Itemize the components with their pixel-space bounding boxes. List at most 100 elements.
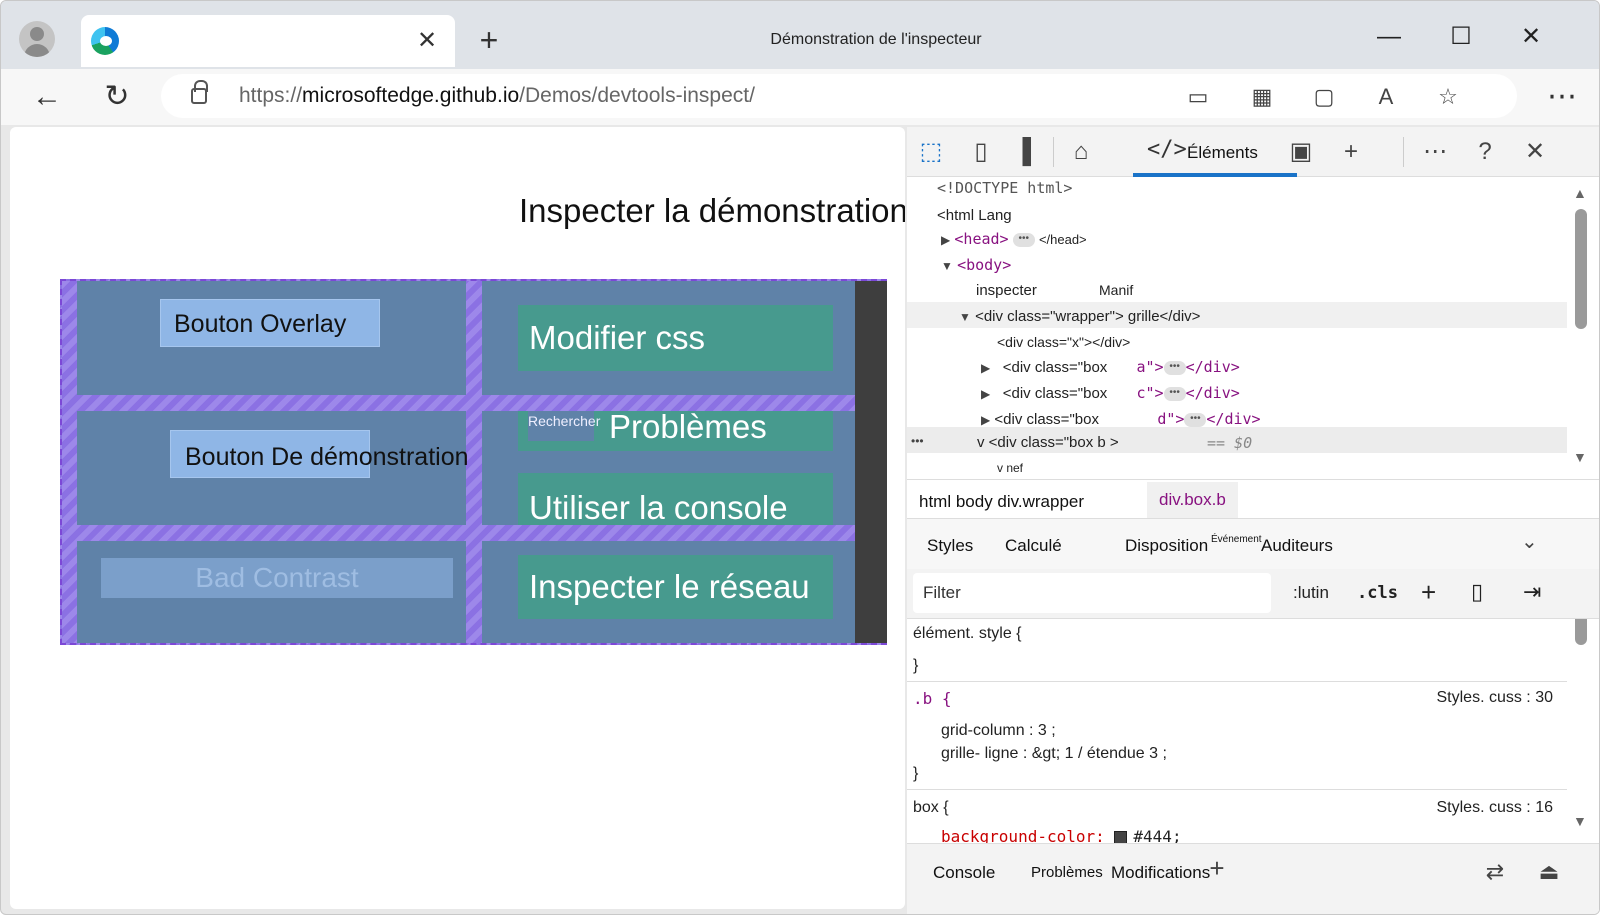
dom-selected-row	[907, 302, 1567, 328]
dom-text-inspecter[interactable]: inspecter	[976, 282, 1037, 299]
element-style-rule[interactable]: élément. style {	[913, 625, 1022, 642]
chevron-down-icon[interactable]: ⌄	[1521, 531, 1538, 553]
maximize-button[interactable]: ☐	[1450, 23, 1472, 50]
tab-layout[interactable]: Disposition	[1125, 536, 1209, 555]
help-icon[interactable]: ?	[1478, 138, 1492, 165]
expand-triangle-icon[interactable]: ▶	[981, 387, 991, 401]
box-rule-source-link[interactable]: Styles. cuss : 16	[1436, 799, 1554, 816]
use-console-box[interactable]: Utiliser la console	[518, 473, 833, 525]
collections-icon[interactable]: ▢	[1313, 84, 1335, 109]
scroll-down-arrow-icon[interactable]: ▼	[1573, 449, 1587, 465]
dom-head-node[interactable]: ▶ <head> ••• </head>	[941, 230, 1087, 248]
more-tools-icon[interactable]: ⋯	[1423, 138, 1447, 165]
filter-input[interactable]: Filter	[913, 573, 1271, 613]
styles-tabbar: Styles Calculé Disposition Événement Aud…	[907, 519, 1599, 569]
dock-side-icon[interactable]: ▌	[1022, 138, 1040, 165]
styles-scrollbar-thumb[interactable]	[1575, 619, 1587, 645]
url-scheme: https://	[239, 84, 303, 107]
class-toggle-button[interactable]: .cls	[1357, 583, 1398, 603]
b-prop-grid-row[interactable]: grille- ligne : &gt; 1 / étendue 3 ;	[941, 745, 1167, 762]
dom-text-manif[interactable]: Manif	[1099, 282, 1134, 298]
overlay-button[interactable]: Bouton Overlay	[160, 299, 380, 347]
apps-grid-icon[interactable]: ▦	[1251, 84, 1273, 109]
refresh-icon[interactable]: ↻	[104, 80, 130, 113]
browser-tab[interactable]: ✕	[81, 15, 455, 67]
box-prop-background[interactable]: background-color: #444;	[941, 827, 1182, 846]
add-drawer-tab-icon[interactable]: +	[1209, 853, 1225, 883]
drawer-tab-console[interactable]: Console	[933, 863, 996, 882]
ellipsis-icon[interactable]: •••	[1012, 233, 1035, 248]
scroll-down-arrow-icon[interactable]: ▼	[1573, 813, 1587, 829]
problems-box[interactable]: Rechercher Problèmes	[518, 410, 833, 451]
modify-css-box[interactable]: Modifier css	[518, 305, 833, 371]
drawer-tab-modifications[interactable]: Modifications	[1111, 863, 1211, 882]
box-a-suffix: a">	[1136, 358, 1164, 376]
lock-icon[interactable]	[191, 80, 208, 104]
dom-box-a-node[interactable]: ▶ <div class="box a">•••</div>	[981, 358, 1240, 376]
hover-state-button[interactable]: :lutin	[1293, 583, 1329, 602]
bad-contrast-button[interactable]: Bad Contrast	[101, 558, 453, 598]
close-window-button[interactable]: ✕	[1520, 23, 1542, 50]
url-text[interactable]: https://microsoftedge.github.io/Demos/de…	[239, 84, 755, 108]
console-tab-icon[interactable]: ▣	[1289, 138, 1313, 165]
minimize-button[interactable]: —	[1377, 23, 1401, 50]
scroll-up-arrow-icon[interactable]: ▲	[1573, 185, 1587, 201]
expand-triangle-icon[interactable]: ▶	[981, 361, 991, 375]
box-d-suffix: d">	[1157, 410, 1185, 428]
new-tab-button[interactable]: +	[479, 22, 499, 58]
dom-wrapper-node[interactable]: ▼ <div class="wrapper"> grille</div>	[959, 308, 1200, 325]
device-emulation-icon[interactable]: ▯	[974, 138, 988, 165]
demo-button[interactable]: Bouton De démonstration	[170, 430, 469, 478]
tab-event-small[interactable]: Événement	[1211, 534, 1262, 545]
dom-x-node[interactable]: <div class="x"></div>	[997, 334, 1131, 350]
tab-close-icon[interactable]: ✕	[416, 27, 438, 54]
more-options-icon[interactable]: ⋯	[1547, 80, 1577, 113]
dom-doctype[interactable]: <!DOCTYPE html>	[937, 179, 1073, 197]
tab-elements[interactable]: </> Éléments	[1133, 127, 1297, 177]
row-options-icon[interactable]: •••	[911, 434, 924, 448]
breadcrumb-path[interactable]: html body div.wrapper	[919, 492, 1085, 511]
collapse-triangle-icon[interactable]: ▼	[941, 259, 953, 273]
dom-box-d-node[interactable]: ▶ <div class="box d">•••</div>	[981, 410, 1261, 428]
expand-drawer-icon[interactable]: ⏏	[1538, 859, 1560, 884]
inspect-network-box[interactable]: Inspecter le réseau	[518, 555, 833, 619]
dock-drawer-icon[interactable]: ⇄	[1485, 859, 1505, 884]
close-devtools-icon[interactable]: ✕	[1524, 138, 1546, 165]
breadcrumb-active[interactable]: div.box.b	[1147, 482, 1238, 518]
new-rule-icon[interactable]: +	[1421, 577, 1437, 607]
dom-body-node[interactable]: ▼ <body>	[941, 256, 1011, 274]
address-bar[interactable]: https://microsoftedge.github.io/Demos/de…	[161, 74, 1517, 118]
collapse-triangle-icon[interactable]: ▼	[959, 310, 971, 324]
b-rule-selector[interactable]: .b {	[913, 689, 952, 708]
back-arrow-icon[interactable]: ←	[32, 80, 62, 113]
box-rule-selector[interactable]: box {	[913, 799, 949, 816]
dom-nef-node[interactable]: v nef	[997, 461, 1024, 475]
tab-computed[interactable]: Calculé	[1005, 536, 1062, 555]
box-c-prefix: <div class="box	[1002, 385, 1108, 402]
drawer-tab-problems[interactable]: Problèmes	[1031, 864, 1103, 881]
dom-html-node[interactable]: <html Lang	[937, 207, 1012, 224]
expand-triangle-icon[interactable]: ▶	[941, 233, 951, 247]
toggle-sidebar-icon[interactable]: ⇥	[1523, 579, 1542, 604]
add-tool-icon[interactable]: +	[1343, 138, 1358, 165]
b-rule-source-link[interactable]: Styles. cuss : 30	[1436, 689, 1554, 706]
tab-listeners[interactable]: Auditeurs	[1261, 536, 1333, 555]
dom-box-b-node[interactable]: v <div class="box b >	[977, 434, 1119, 451]
dom-box-c-node[interactable]: ▶ <div class="box c">•••</div>	[981, 384, 1240, 402]
inspect-element-icon[interactable]: ⬚	[919, 138, 943, 165]
read-aloud-icon[interactable]: A	[1378, 84, 1394, 109]
ellipsis-icon[interactable]: •••	[1184, 413, 1207, 428]
ellipsis-icon[interactable]: •••	[1163, 361, 1186, 376]
welcome-home-icon[interactable]: ⌂	[1073, 138, 1089, 165]
expand-triangle-icon[interactable]: ▶	[981, 413, 991, 427]
dom-scrollbar-thumb[interactable]	[1575, 209, 1587, 329]
ellipsis-icon[interactable]: •••	[1163, 387, 1186, 402]
paint-brush-icon[interactable]: ▯	[1471, 579, 1484, 604]
favorite-star-icon[interactable]: ☆	[1438, 84, 1458, 109]
dom-current-row	[907, 427, 1567, 453]
app-available-icon[interactable]: ▭	[1187, 84, 1209, 109]
tab-styles[interactable]: Styles	[927, 536, 974, 555]
b-prop-grid-column[interactable]: grid-column : 3 ;	[941, 722, 1056, 739]
profile-avatar-icon[interactable]	[19, 21, 55, 57]
